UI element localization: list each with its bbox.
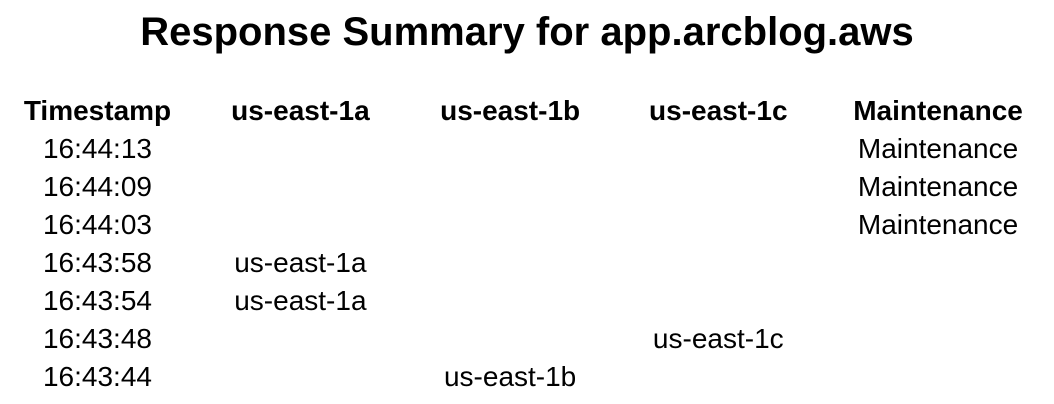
table-row: 16:44:03 Maintenance (0, 206, 1054, 244)
table-cell: 16:43:44 (42, 361, 152, 392)
table-cell: us-east-1b (443, 361, 577, 392)
column-header-us-east-1a: us-east-1a (231, 95, 370, 126)
table-cell: 16:44:09 (42, 171, 152, 202)
table-cell (406, 168, 615, 206)
table-cell (195, 320, 406, 358)
table-cell (406, 206, 615, 244)
table-cell (614, 168, 822, 206)
table-cell (195, 358, 406, 396)
table-cell (822, 244, 1054, 282)
table-row: 16:43:58 us-east-1a (0, 244, 1054, 282)
table-cell: 16:43:58 (42, 247, 152, 278)
table-cell: us-east-1a (234, 285, 367, 316)
table-cell: 16:43:48 (42, 323, 152, 354)
table-cell: Maintenance (857, 171, 1019, 202)
column-header-maintenance: Maintenance (853, 95, 1023, 126)
table-row: 16:44:09 Maintenance (0, 168, 1054, 206)
table-cell (614, 244, 822, 282)
table-cell (406, 320, 615, 358)
table-cell (822, 320, 1054, 358)
column-header-timestamp: Timestamp (23, 95, 172, 126)
table-cell (614, 282, 822, 320)
table-cell (406, 282, 615, 320)
table-cell: us-east-1c (652, 323, 784, 354)
table-cell (195, 168, 406, 206)
table-header-row: Timestamp us-east-1a us-east-1b us-east-1c M… (0, 92, 1054, 130)
column-header-us-east-1c: us-east-1c (649, 95, 788, 126)
table-cell (406, 130, 615, 168)
table-cell: Maintenance (857, 133, 1019, 164)
table-row: 16:44:13 Maintenance (0, 130, 1054, 168)
table-cell (195, 206, 406, 244)
table-cell (822, 282, 1054, 320)
table-row: 16:43:44 us-east-1b (0, 358, 1054, 396)
column-header-us-east-1b: us-east-1b (440, 95, 581, 126)
table-cell (614, 206, 822, 244)
table-cell: Maintenance (857, 209, 1019, 240)
response-summary-page: Response Summary for app.arcblog.aws Tim… (0, 8, 1054, 404)
table-cell: 16:44:13 (42, 133, 152, 164)
table-row: 16:43:48 us-east-1c (0, 320, 1054, 358)
table-cell: 16:44:03 (42, 209, 152, 240)
table-cell (614, 358, 822, 396)
table-cell (406, 244, 615, 282)
page-title: Response Summary for app.arcblog.aws (140, 10, 914, 54)
table-cell (822, 358, 1054, 396)
table-row: 16:43:54 us-east-1a (0, 282, 1054, 320)
table-cell: us-east-1a (234, 247, 367, 278)
table-cell (195, 130, 406, 168)
table-cell (614, 130, 822, 168)
table-cell: 16:43:54 (42, 285, 152, 316)
